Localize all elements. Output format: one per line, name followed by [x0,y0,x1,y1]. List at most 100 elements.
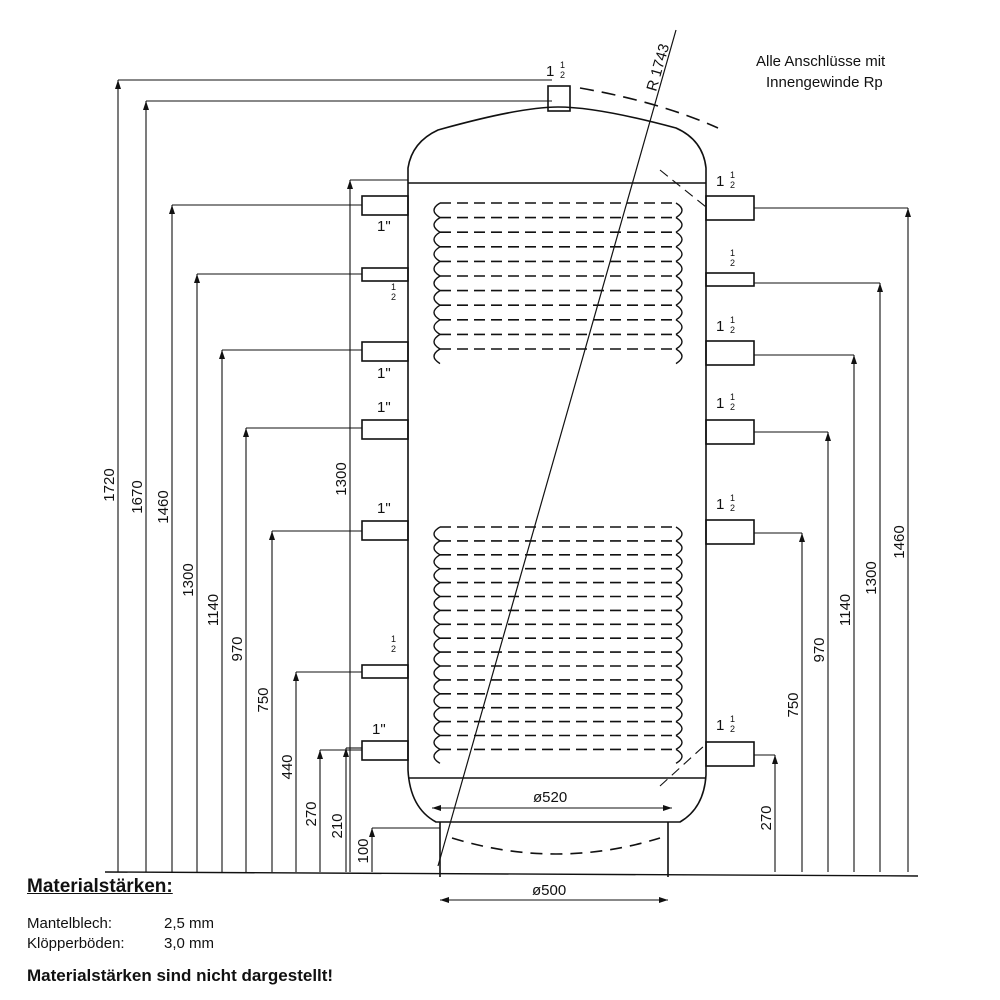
size-whole: 1 [716,318,724,335]
arrow-head [663,805,672,811]
coil-bend-left [433,595,441,612]
top-connection-socket [547,85,571,112]
left-socket [361,341,409,362]
coil-bend-right [675,651,683,667]
size-whole: 1" [377,399,391,416]
size-denominator: 2 [730,503,735,513]
coil-bend-right [675,290,683,306]
coil-bend-right [675,637,683,653]
left-connection-size: 1" [377,365,391,382]
arrow-head [269,531,275,540]
size-numerator: 1 [560,60,565,70]
size-numerator: 1 [730,392,735,402]
coil-bend-left [433,231,441,248]
arrow-head [877,283,883,292]
size-whole: 1 [716,717,724,734]
size-numerator: 1 [730,493,735,503]
size-denominator: 2 [730,724,735,734]
left-socket [361,520,409,541]
right-socket [705,741,755,767]
size-whole: 1 [716,173,724,190]
connection-sockets [361,195,755,767]
size-whole: 1" [377,500,391,517]
right-socket [705,272,755,287]
size-numerator: 1 [730,170,735,180]
arrow-head [799,533,805,542]
left-dimension-label: 1140 [205,594,222,626]
material-label: Klöpperböden: [27,935,125,952]
tank-outline [407,106,707,823]
inner-dimension-label: 1300 [333,462,350,495]
coil-bend-left [433,554,441,570]
coil-bend-right [675,748,683,764]
left-connection-size: 1" [377,218,391,235]
arrow-head [851,355,857,364]
left-dimension-label: 270 [303,801,320,826]
size-denominator: 2 [730,180,735,190]
coil-bend-right [675,246,683,262]
left-socket [361,740,409,761]
coil-bend-right [675,679,683,695]
size-numerator: 1 [391,634,396,644]
coil-bend-left [433,348,441,365]
left-connection-size: 1" [372,721,386,738]
arrow-head [905,208,911,217]
right-socket [705,340,755,366]
left-connection-size: 1" [377,399,391,416]
left-dimension-label: 1670 [129,480,146,513]
size-whole: 1 [716,395,724,412]
coil-bend-left [433,304,441,321]
radius-line [437,29,677,867]
left-dimension-label: 1300 [180,563,197,596]
coil-bend-left [433,526,441,542]
arrow-head [347,180,353,189]
material-value: 2,5 mm [164,915,215,932]
coil-bend-right [675,217,683,233]
diameter-500-label: ø500 [532,882,566,899]
size-denominator: 2 [730,325,735,335]
coil-bend-right [675,554,683,570]
size-whole: 1" [377,218,391,235]
coil-bend-left [433,693,441,709]
radius-label: R 1743 [644,42,674,93]
drawing-labels: Alle Anschlüsse mit Innengewinde Rp R 17… [372,42,886,899]
corner-dash-bottom [659,744,706,787]
coil-bend-right [675,693,683,709]
coil-bend-left [433,734,441,751]
tank-foot [439,822,669,877]
size-whole: 1 [716,496,724,513]
arrow-head [659,897,668,903]
right-dimension-label: 750 [785,692,802,717]
coil-bend-right [675,540,683,556]
coil-bend-left [433,260,441,277]
arrow-head [440,897,449,903]
arrow-head [343,748,349,757]
size-whole: 1" [377,365,391,382]
size-denominator: 2 [391,644,396,654]
left-socket [361,419,409,440]
coil-bend-right [675,609,683,625]
right-dimension-label: 270 [758,805,775,830]
material-value: 3,0 mm [164,935,215,952]
material-row-shell: Mantelblech:2,5 mm [27,915,214,932]
right-socket [705,519,755,545]
coil-bend-left [433,202,441,219]
coil-bend-left [433,748,441,764]
note-line-1: Alle Anschlüsse mit [756,53,886,70]
size-denominator: 2 [730,402,735,412]
size-denominator: 2 [560,70,565,80]
right-dimension-label: 1140 [837,594,854,626]
arrow-head [219,350,225,359]
coil-bend-right [675,231,683,248]
arrow-head [317,750,323,759]
coil-bend-left [433,568,441,584]
coil-bend-left [433,540,441,556]
diameter-520-label: ø520 [533,789,567,806]
